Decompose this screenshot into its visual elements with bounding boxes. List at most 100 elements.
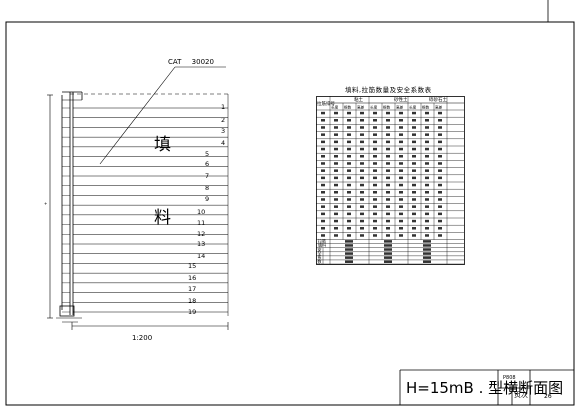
table-cell-mark	[423, 248, 431, 251]
table-cell-mark	[321, 162, 325, 165]
layer-number: 5	[205, 150, 210, 158]
table-cell-mark	[399, 227, 403, 230]
table-cell-mark	[347, 111, 351, 115]
table-cell-mark	[321, 176, 325, 180]
table-cell-mark	[360, 133, 364, 136]
table-cell-mark	[347, 169, 351, 172]
table-subheader: 根数	[422, 105, 430, 110]
table-cell-mark	[399, 234, 403, 237]
table-cell-mark	[321, 219, 325, 223]
table-cell-mark	[373, 155, 377, 158]
table-cell-mark	[384, 252, 392, 255]
table-cell-mark	[347, 126, 351, 129]
table-cell-mark	[412, 155, 416, 158]
table-cell-mark	[334, 169, 338, 172]
table-cell-mark	[347, 162, 351, 165]
table-cell-mark	[334, 119, 338, 122]
table-cell-mark	[438, 155, 442, 158]
table-cell-mark	[347, 198, 351, 201]
layer-number: 13	[197, 240, 206, 248]
table-cell-mark	[334, 198, 338, 201]
layer-number: 4	[221, 139, 226, 147]
table-cell-mark	[386, 111, 390, 115]
table-cell-mark	[334, 111, 338, 115]
table-cell-mark	[360, 176, 364, 180]
table-cell-mark	[399, 126, 403, 129]
table-cell-mark	[412, 162, 416, 165]
table-cell-mark	[347, 234, 351, 237]
layer-number: 3	[221, 127, 226, 135]
table-cell-mark	[373, 147, 377, 151]
table-cell-mark	[438, 140, 442, 144]
table-cell-mark	[384, 256, 392, 259]
table-cell-mark	[425, 111, 429, 115]
table-cell-mark	[438, 234, 442, 237]
table-subheader: 长度	[331, 105, 339, 110]
cat-label-text: CAT	[168, 58, 182, 66]
layer-number: 18	[188, 297, 197, 305]
table-cell-mark	[386, 169, 390, 172]
table-cell-mark	[412, 212, 416, 216]
table-cell-mark	[360, 234, 364, 237]
table-cell-mark	[321, 234, 325, 237]
table-cell-mark	[373, 227, 377, 230]
table-cell-mark	[423, 240, 431, 243]
table-group-3: 砾砂石土	[429, 96, 447, 103]
fill-char-2: 料	[154, 208, 171, 228]
table-cell-mark	[321, 169, 325, 172]
table-subheader: 长度	[370, 105, 378, 110]
table-cell-mark	[386, 162, 390, 165]
table-cell-mark	[412, 176, 416, 180]
table-cell-mark	[425, 147, 429, 151]
table-cell-mark	[386, 212, 390, 216]
table-cell-mark	[438, 198, 442, 201]
table-cell-mark	[399, 133, 403, 136]
table-cell-mark	[321, 198, 325, 201]
table-cell-mark	[345, 240, 353, 243]
layer-number: 17	[188, 285, 197, 293]
table-cell-mark	[334, 234, 338, 237]
table-cell-mark	[360, 119, 364, 122]
table-cell-mark	[321, 133, 325, 136]
layer-number: 12	[197, 230, 206, 238]
table-bottom-label: 填料	[318, 242, 326, 248]
table-cell-mark	[334, 176, 338, 180]
table-cell-mark	[438, 219, 442, 223]
table-cell-mark	[360, 198, 364, 201]
layer-number: 8	[205, 184, 210, 192]
table-cell-mark	[425, 191, 429, 194]
table-cell-mark	[373, 119, 377, 122]
table-cell-mark	[412, 140, 416, 144]
table-cell-mark	[347, 191, 351, 194]
table-cell-mark	[412, 198, 416, 201]
table-cell-mark	[321, 205, 325, 208]
table-cell-mark	[373, 198, 377, 201]
table-cell-mark	[412, 147, 416, 151]
table-cell-mark	[347, 183, 351, 187]
scale-label: 1:200	[132, 334, 153, 342]
table-cell-mark	[425, 205, 429, 208]
table-cell-mark	[321, 155, 325, 158]
table-cell-mark	[334, 183, 338, 187]
table-cell-mark	[360, 183, 364, 187]
table-cell-mark	[360, 155, 364, 158]
table-cell-mark	[425, 162, 429, 165]
table-cell-mark	[438, 227, 442, 230]
table-cell-mark	[360, 140, 364, 144]
table-cell-mark	[425, 176, 429, 180]
table-cell-mark	[412, 183, 416, 187]
table-cell-mark	[373, 191, 377, 194]
fill-char-1: 填	[154, 135, 171, 155]
table-cell-mark	[373, 140, 377, 144]
table-cell-mark	[373, 183, 377, 187]
table-cell-mark	[373, 205, 377, 208]
table-cell-mark	[360, 162, 364, 165]
table-cell-mark	[438, 169, 442, 172]
table-cell-mark	[360, 169, 364, 172]
table-cell-mark	[347, 119, 351, 122]
table-cell-mark	[334, 191, 338, 194]
reinforcement-lines	[73, 107, 228, 313]
table-cell-mark	[384, 244, 392, 247]
table-cell-mark	[399, 183, 403, 187]
drawing-title: H=15mB . 型横断面图	[406, 379, 564, 397]
